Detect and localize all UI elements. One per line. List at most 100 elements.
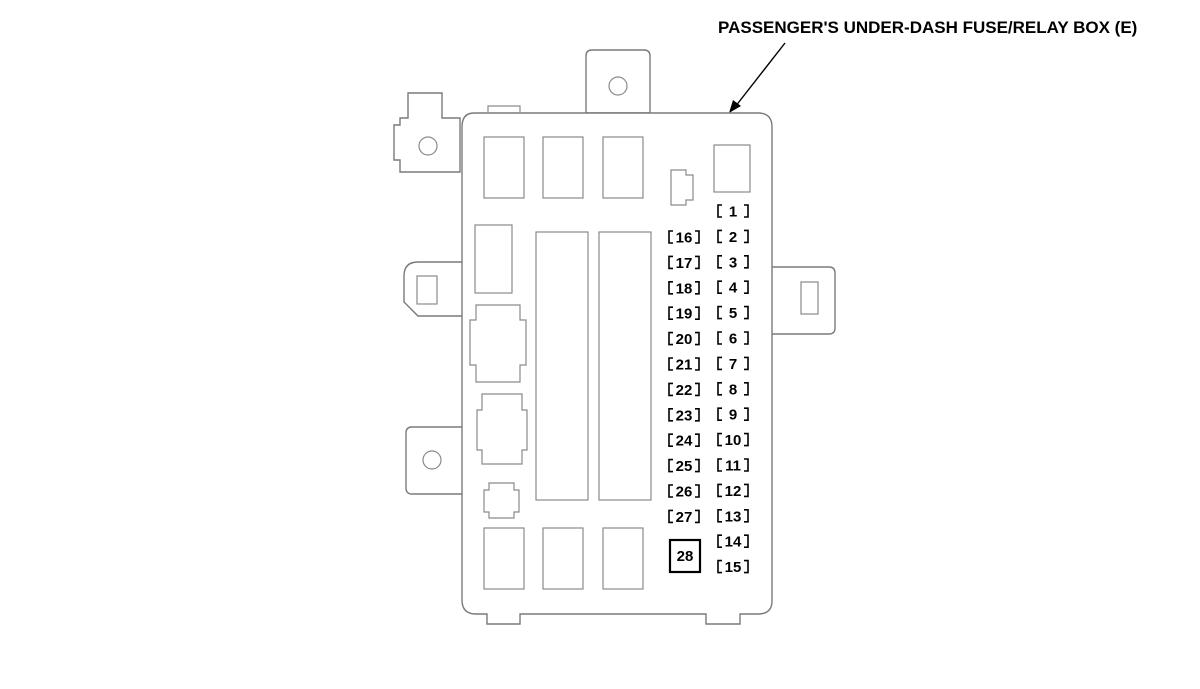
fuse-bracket-left	[668, 331, 673, 346]
fuse-label: 2	[729, 229, 737, 246]
fuse-bracket-right	[695, 331, 700, 346]
fuse-bracket-left	[717, 432, 722, 447]
fuse-bracket-right	[695, 357, 700, 371]
fuse-label: 9	[729, 407, 737, 424]
long-relay-slot	[598, 231, 652, 501]
fuse-label: 26	[676, 484, 693, 501]
fuse-label: 19	[676, 306, 693, 323]
long-relay-slot	[535, 231, 589, 501]
fuse-bracket-right	[744, 204, 749, 218]
fuse-bracket-left	[717, 534, 722, 548]
fuse-bracket-right	[744, 407, 749, 421]
fuse-bracket-left	[668, 357, 673, 371]
fuse-label: 13	[725, 508, 742, 525]
fuse-bracket-left	[668, 255, 673, 270]
relay-slot	[474, 224, 513, 294]
fuse-13: 13	[717, 508, 749, 525]
connector-slot	[469, 304, 527, 383]
fuse-bracket-right	[695, 255, 700, 270]
fuse-bracket-left	[668, 306, 673, 320]
fuse-3: 3	[717, 254, 749, 271]
fuse-bracket-left	[668, 230, 673, 244]
fuse-label: 7	[729, 356, 737, 373]
fuse-bracket-right	[744, 356, 749, 371]
fuse-bracket-right	[744, 509, 749, 523]
relay-slot	[483, 136, 525, 199]
fuse-label: 11	[725, 458, 741, 475]
fuse-label: 21	[676, 357, 693, 374]
relay-slot	[483, 527, 525, 590]
fuse-8: 8	[717, 381, 749, 398]
fuse-layer: 1234567891011121314151617181920212223242…	[668, 204, 749, 576]
fuse-bracket-left	[717, 458, 722, 472]
fuse-bracket-right	[695, 230, 700, 244]
fuse-label: 17	[676, 255, 693, 272]
relay-slot	[542, 136, 584, 199]
fuse-21: 21	[668, 357, 700, 374]
fuse-1: 1	[717, 204, 749, 221]
fuse-bracket-left	[717, 331, 722, 345]
fuse-bracket-right	[695, 433, 700, 447]
fuse-label: 3	[729, 254, 737, 271]
fuse-label: 24	[676, 433, 693, 450]
fuse-label: 15	[725, 559, 742, 576]
fuse-bracket-right	[744, 305, 749, 320]
fuse-bracket-right	[695, 408, 700, 422]
fuse-label: 8	[729, 381, 737, 398]
fuse-bracket-left	[717, 305, 722, 320]
relay-slot	[602, 136, 644, 199]
fuse-bracket-right	[744, 255, 749, 269]
fuse-box-housing	[393, 49, 836, 625]
connector-slot	[670, 169, 694, 206]
fuse-bracket-left	[717, 356, 722, 371]
fuse-6: 6	[717, 331, 749, 348]
leader-arrow	[729, 42, 786, 113]
fuse-label: 27	[676, 509, 693, 526]
diagram-title: PASSENGER'S UNDER-DASH FUSE/RELAY BOX (E…	[718, 18, 1137, 37]
relay-slot	[713, 144, 751, 193]
fuse-bracket-left	[717, 382, 722, 396]
fuse-bracket-right	[744, 382, 749, 396]
fuse-bracket-right	[695, 306, 700, 320]
fuse-20: 20	[668, 331, 700, 348]
fuse-bracket-right	[695, 458, 700, 473]
fuse-bracket-right	[695, 382, 700, 397]
fuse-26: 26	[668, 484, 700, 501]
fuse-bracket-right	[744, 559, 749, 574]
fuse-9: 9	[717, 407, 749, 424]
fuse-bracket-right	[744, 229, 749, 244]
fuse-label: 25	[676, 458, 693, 475]
fuse-bracket-left	[717, 204, 722, 218]
fuse-label: 4	[729, 280, 738, 297]
fuse-label: 18	[676, 280, 693, 297]
fuse-bracket-left	[717, 483, 722, 498]
fuse-label: 20	[676, 331, 693, 348]
fuse-23: 23	[668, 407, 700, 424]
connector-slot	[476, 393, 528, 465]
fuse-bracket-left	[668, 382, 673, 397]
fuse-bracket-left	[717, 255, 722, 269]
fuse-22: 22	[668, 382, 700, 399]
fuse-label: 22	[676, 382, 693, 399]
fuse-bracket-left	[717, 229, 722, 244]
fuse-label: 12	[725, 483, 742, 500]
fuse-label: 5	[729, 305, 737, 322]
fuse-bracket-left	[668, 433, 673, 447]
fuse-18: 18	[668, 280, 700, 297]
fuse-label: 23	[676, 407, 693, 424]
fuse-4: 4	[717, 280, 749, 297]
fuse-5: 5	[717, 305, 749, 322]
connector-slot	[483, 482, 520, 519]
fuse-bracket-right	[744, 280, 749, 294]
fuse-bracket-right	[744, 331, 749, 345]
fuse-bracket-right	[695, 484, 700, 498]
fuse-bracket-right	[695, 509, 700, 524]
fuse-16: 16	[668, 230, 700, 247]
fuse-7: 7	[717, 356, 749, 373]
fuse-15: 15	[717, 559, 749, 576]
fuse-label: 1	[729, 204, 737, 221]
fuse-11: 11	[717, 458, 749, 475]
fuse-bracket-right	[744, 432, 749, 447]
